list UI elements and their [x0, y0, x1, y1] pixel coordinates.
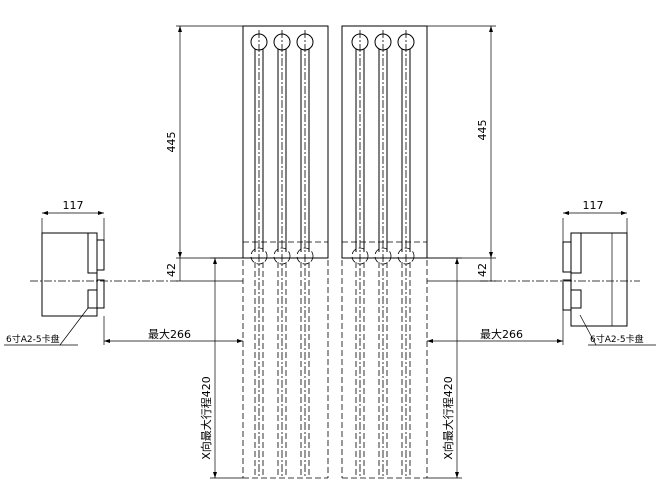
- dim-left-266: 最大266: [103, 316, 243, 345]
- left-chuck: [30, 218, 178, 317]
- right-chuck: [480, 218, 640, 327]
- dim-right-445-text: 445: [476, 120, 489, 141]
- right-slide: [341, 25, 428, 479]
- dim-left-42-text: 42: [165, 263, 178, 277]
- left-tool-3: [296, 30, 314, 478]
- dim-right-266-text: 最大266: [480, 327, 523, 341]
- dim-right-117: 117: [563, 199, 627, 215]
- right-tool-1: [351, 30, 369, 478]
- left-chuck-leader: 6寸A2-5卡盘: [4, 307, 89, 346]
- dim-right-445: 445: [427, 25, 496, 259]
- left-tool-2: [273, 30, 291, 478]
- dim-right-42: 42: [427, 258, 496, 282]
- dim-left-117: 117: [42, 199, 104, 215]
- dim-right-117-text: 117: [583, 199, 604, 212]
- left-chuck-label: 6寸A2-5卡盘: [6, 333, 60, 345]
- dim-right-42-text: 42: [476, 263, 489, 277]
- left-slide: [242, 25, 329, 479]
- dim-left-445: 445: [165, 25, 243, 259]
- dim-right-420: X向最大行程420: [427, 257, 462, 479]
- dim-left-420: X向最大行程420: [199, 257, 243, 479]
- dim-left-445-text: 445: [165, 132, 178, 153]
- dim-left-420-text: X向最大行程420: [199, 376, 213, 460]
- right-tool-3: [397, 30, 415, 478]
- dim-right-420-text: X向最大行程420: [441, 376, 455, 460]
- right-chuck-leader: 6寸A2-5卡盘: [579, 314, 656, 346]
- dim-left-42: 42: [165, 258, 243, 282]
- right-tool-2: [374, 30, 392, 478]
- dim-right-266: 最大266: [427, 310, 564, 345]
- left-tool-1: [250, 30, 268, 478]
- dim-left-266-text: 最大266: [148, 327, 191, 341]
- dim-left-117-text: 117: [63, 199, 84, 212]
- right-chuck-label: 6寸A2-5卡盘: [590, 333, 644, 345]
